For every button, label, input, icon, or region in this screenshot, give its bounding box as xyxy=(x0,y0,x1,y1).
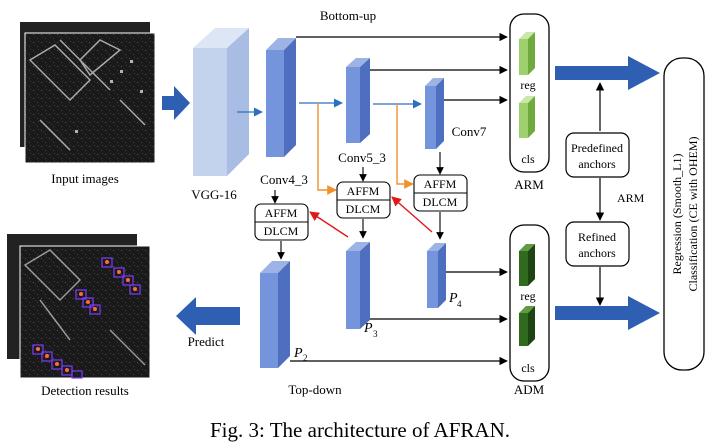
predict-arrow xyxy=(176,297,240,335)
adm-cls-label: cls xyxy=(521,361,535,375)
p3-label: P 3 xyxy=(363,321,378,339)
refined-anchors-line1: Refined xyxy=(578,230,616,244)
p3-feature xyxy=(346,242,370,329)
svg-text:P: P xyxy=(293,346,303,361)
dlcm-label-conv7: DLCM xyxy=(423,195,458,209)
arm-between-label: ARM xyxy=(617,191,645,205)
predefined-anchors-line2: anchors xyxy=(578,157,616,171)
svg-text:3: 3 xyxy=(373,329,378,339)
refined-anchors-line2: anchors xyxy=(578,246,616,260)
affm-label-conv7: AFFM xyxy=(424,177,457,191)
adm-cls-block xyxy=(519,306,535,346)
adm-label: ADM xyxy=(514,382,545,397)
detection-results-label: Detection results xyxy=(41,383,129,398)
svg-text:2: 2 xyxy=(303,353,308,363)
p4-label: P 4 xyxy=(448,291,462,309)
conv7-label: Conv7 xyxy=(452,124,487,139)
orange-arrow-conv5-to-conv7-module xyxy=(396,104,414,189)
loss-box xyxy=(663,57,705,371)
vgg16-block xyxy=(193,28,249,176)
predefined-anchors-line1: Predefined xyxy=(571,141,623,155)
svg-text:4: 4 xyxy=(457,299,462,309)
arm-label: ARM xyxy=(514,177,544,192)
dlcm-label-conv5: DLCM xyxy=(346,202,381,216)
bottom-up-label: Bottom-up xyxy=(320,8,376,23)
input-images-stack xyxy=(20,22,156,164)
p4-feature xyxy=(427,243,446,308)
affm-dlcm-module-conv7 xyxy=(413,174,468,212)
affm-dlcm-module-conv5 xyxy=(336,181,391,219)
conv5-3-feature xyxy=(346,58,370,143)
adm-reg-block xyxy=(519,244,535,286)
arm-to-loss-arrow xyxy=(555,56,660,90)
vgg16-label: VGG-16 xyxy=(191,187,237,202)
regression-label: Regression (Smooth_L1) xyxy=(670,154,684,275)
arm-cls-label: cls xyxy=(521,152,535,166)
svg-text:P: P xyxy=(448,291,458,306)
input-images-label: Input images xyxy=(51,171,119,186)
orange-arrow-conv4-to-conv5-module xyxy=(317,103,337,195)
detection-results-stack xyxy=(7,234,151,379)
arm-cls-block xyxy=(519,96,535,138)
affm-label-conv5: AFFM xyxy=(347,184,380,198)
red-arrow-p4-to-conv5-module xyxy=(391,196,433,233)
classification-label: Classification (CE with OHEM) xyxy=(686,137,700,292)
predict-label: Predict xyxy=(188,334,225,349)
p2-label: P 2 xyxy=(293,346,308,363)
conv7-feature xyxy=(425,78,444,149)
adm-to-loss-arrow xyxy=(555,296,660,330)
refined-anchors-box xyxy=(565,221,630,267)
dlcm-label-conv4: DLCM xyxy=(264,224,299,238)
conv5-3-label: Conv5_3 xyxy=(338,150,386,165)
affm-label-conv4: AFFM xyxy=(265,206,298,220)
conv4-3-label: Conv4_3 xyxy=(260,172,308,187)
predefined-anchors-box xyxy=(565,132,630,178)
arm-reg-label: reg xyxy=(520,78,535,92)
svg-text:P: P xyxy=(363,321,373,336)
input-to-vgg-arrow xyxy=(162,86,190,120)
arm-reg-block xyxy=(519,32,535,75)
conv4-3-feature xyxy=(266,38,296,157)
top-down-label: Top-down xyxy=(288,382,342,397)
adm-reg-label: reg xyxy=(520,289,535,303)
p2-feature xyxy=(260,261,290,368)
figure-caption: Fig. 3: The architecture of AFRAN. xyxy=(210,418,510,442)
affm-dlcm-module-conv4 xyxy=(254,203,309,241)
red-arrow-p3-to-conv4-module xyxy=(309,211,349,238)
